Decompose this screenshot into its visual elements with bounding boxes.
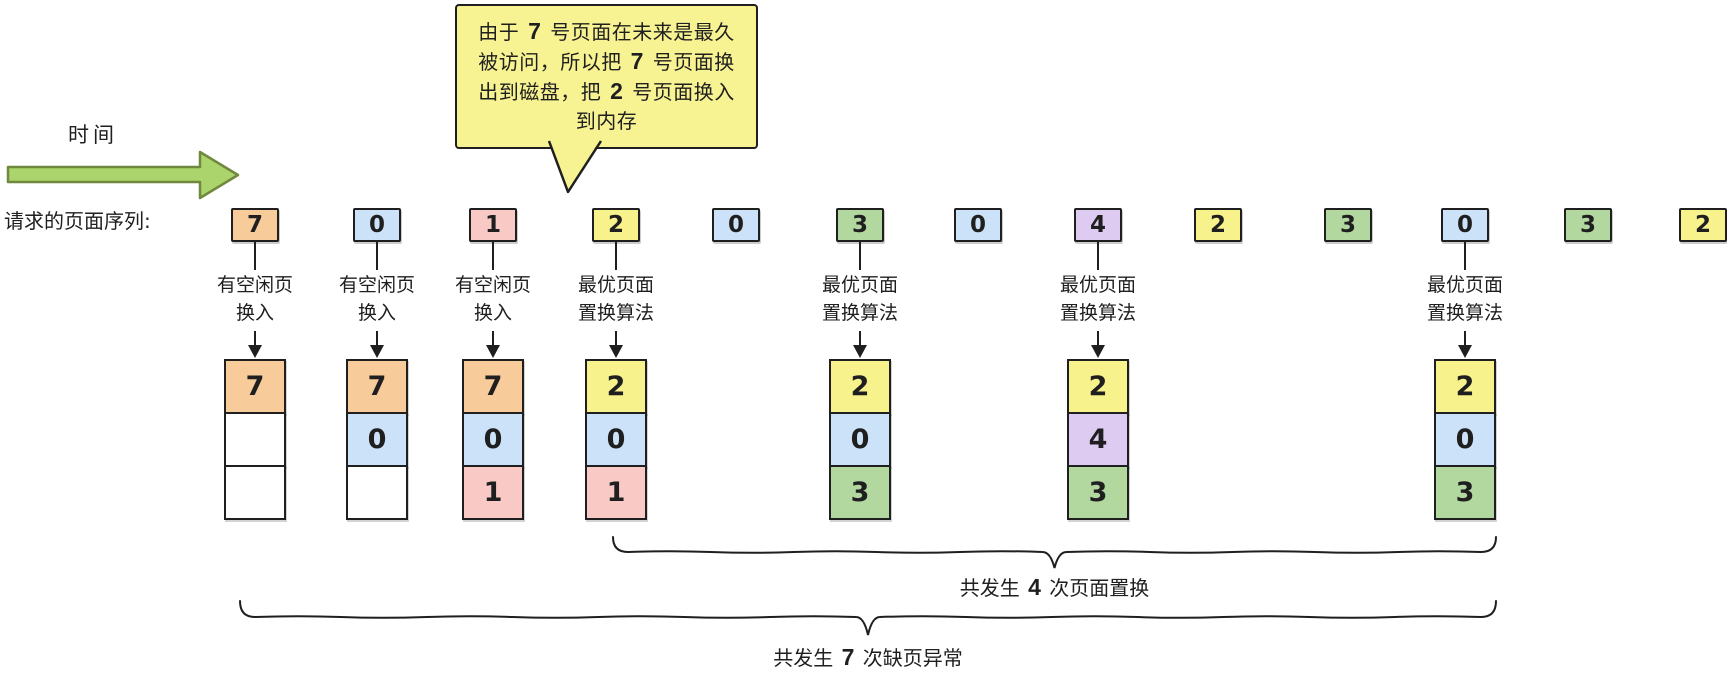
- brace-2-text: 共发生: [773, 646, 840, 670]
- page-request-box-4: 0: [712, 208, 760, 242]
- callout-number: 2: [610, 78, 624, 104]
- memory-frame-4-2: 3: [829, 465, 891, 520]
- arrow-head-col-6: [1458, 345, 1472, 358]
- memory-frame-6-2: 3: [1434, 465, 1496, 520]
- arrow-head-col-2: [486, 345, 500, 358]
- page-request-box-10: 0: [1441, 208, 1489, 242]
- memory-frame-5-1: 4: [1067, 412, 1129, 467]
- column-label-0-line-2: 换入: [235, 302, 274, 324]
- callout-line-1: 由于 7 号页面在未来是最久: [457, 17, 756, 47]
- page-request-box-3: 2: [592, 208, 640, 242]
- callout-line-4: 到内存: [457, 107, 756, 136]
- callout-text: 到内存: [575, 109, 638, 133]
- memory-frame-0-0: 7: [224, 359, 286, 414]
- column-label-2-line-2: 换入: [473, 302, 512, 324]
- callout-text: 出到磁盘，把: [478, 80, 609, 104]
- memory-frame-2-1: 0: [462, 412, 524, 467]
- page-request-box-0: 7: [231, 208, 279, 242]
- column-label-2-line-1: 有空闲页: [454, 274, 531, 296]
- memory-frame-5-0: 2: [1067, 359, 1129, 414]
- callout-text: 号页面换: [645, 50, 735, 74]
- page-request-box-1: 0: [353, 208, 401, 242]
- column-label-3: 最优页面置换算法: [531, 271, 701, 327]
- memory-frame-5-2: 3: [1067, 465, 1129, 520]
- column-label-4-line-1: 最优页面: [821, 274, 898, 296]
- column-label-4-line-2: 置换算法: [821, 302, 898, 324]
- memory-frame-2-0: 7: [462, 359, 524, 414]
- brace-1-number: 4: [1028, 574, 1041, 600]
- memory-frame-4-1: 0: [829, 412, 891, 467]
- arrow-head-col-5: [1091, 345, 1105, 358]
- column-label-6-line-2: 置换算法: [1426, 302, 1503, 324]
- memory-frame-6-0: 2: [1434, 359, 1496, 414]
- page-request-box-2: 1: [469, 208, 517, 242]
- callout-text: 号页面在未来是最久: [543, 20, 735, 44]
- memory-frame-3-2: 1: [585, 465, 647, 520]
- brace-2-number: 7: [841, 644, 855, 670]
- column-label-1: 有空闲页换入: [292, 271, 462, 327]
- column-label-0: 有空闲页换入: [170, 271, 340, 327]
- callout-text: 号页面换入: [625, 80, 735, 104]
- time-label: 时间: [68, 123, 118, 147]
- brace-label-1: 共发生 4 次页面置换: [960, 572, 1150, 601]
- memory-stack-0: 7: [224, 359, 286, 520]
- time-arrow: [6, 150, 240, 200]
- underbrace-1: [612, 536, 1497, 569]
- memory-frame-0-2: [224, 465, 286, 520]
- memory-frame-1-0: 7: [346, 359, 408, 414]
- page-request-box-5: 3: [836, 208, 884, 242]
- callout-text: 被访问，所以把: [478, 50, 629, 74]
- column-label-5: 最优页面置换算法: [1013, 271, 1183, 327]
- request-sequence-label: 请求的页面序列:: [4, 209, 151, 233]
- callout-line-2: 被访问，所以把 7 号页面换: [457, 47, 756, 77]
- memory-frame-3-0: 2: [585, 359, 647, 414]
- brace-1-text: 次页面置换: [1042, 576, 1150, 600]
- memory-frame-0-1: [224, 412, 286, 467]
- memory-frame-3-1: 0: [585, 412, 647, 467]
- column-label-4: 最优页面置换算法: [775, 271, 945, 327]
- column-label-5-line-2: 置换算法: [1059, 302, 1136, 324]
- callout-bubble: 由于 7 号页面在未来是最久被访问，所以把 7 号页面换出到磁盘，把 2 号页面…: [455, 4, 758, 149]
- arrow-head-col-0: [248, 345, 262, 358]
- callout-number: 7: [528, 18, 542, 44]
- column-label-1-line-2: 换入: [357, 302, 396, 324]
- page-request-box-6: 0: [954, 208, 1002, 242]
- arrow-head-col-4: [853, 345, 867, 358]
- page-request-box-9: 3: [1324, 208, 1372, 242]
- brace-label-2: 共发生 7 次缺页异常: [773, 642, 963, 671]
- brace-2-text: 次缺页异常: [856, 646, 963, 670]
- callout-number: 7: [630, 48, 644, 74]
- column-label-3-line-2: 置换算法: [577, 302, 654, 324]
- arrow-head-col-3: [609, 345, 623, 358]
- page-request-box-7: 4: [1074, 208, 1122, 242]
- memory-frame-4-0: 2: [829, 359, 891, 414]
- memory-frame-1-1: 0: [346, 412, 408, 467]
- memory-frame-1-2: [346, 465, 408, 520]
- column-label-1-line-1: 有空闲页: [338, 274, 415, 296]
- page-request-box-8: 2: [1194, 208, 1242, 242]
- column-label-2: 有空闲页换入: [408, 271, 578, 327]
- callout-line-3: 出到磁盘，把 2 号页面换入: [457, 77, 756, 107]
- arrow-head-col-1: [370, 345, 384, 358]
- brace-1-text: 共发生: [959, 576, 1027, 600]
- callout-text: 由于: [478, 20, 527, 44]
- page-request-box-11: 3: [1564, 208, 1612, 242]
- column-label-6: 最优页面置换算法: [1380, 271, 1550, 327]
- memory-frame-6-1: 0: [1434, 412, 1496, 467]
- column-label-5-line-1: 最优页面: [1059, 274, 1136, 296]
- underbrace-2: [239, 600, 1497, 636]
- column-label-0-line-1: 有空闲页: [216, 274, 293, 296]
- page-request-box-12: 2: [1679, 208, 1727, 242]
- memory-frame-2-2: 1: [462, 465, 524, 520]
- column-label-3-line-1: 最优页面: [577, 274, 654, 296]
- column-label-6-line-1: 最优页面: [1426, 274, 1503, 296]
